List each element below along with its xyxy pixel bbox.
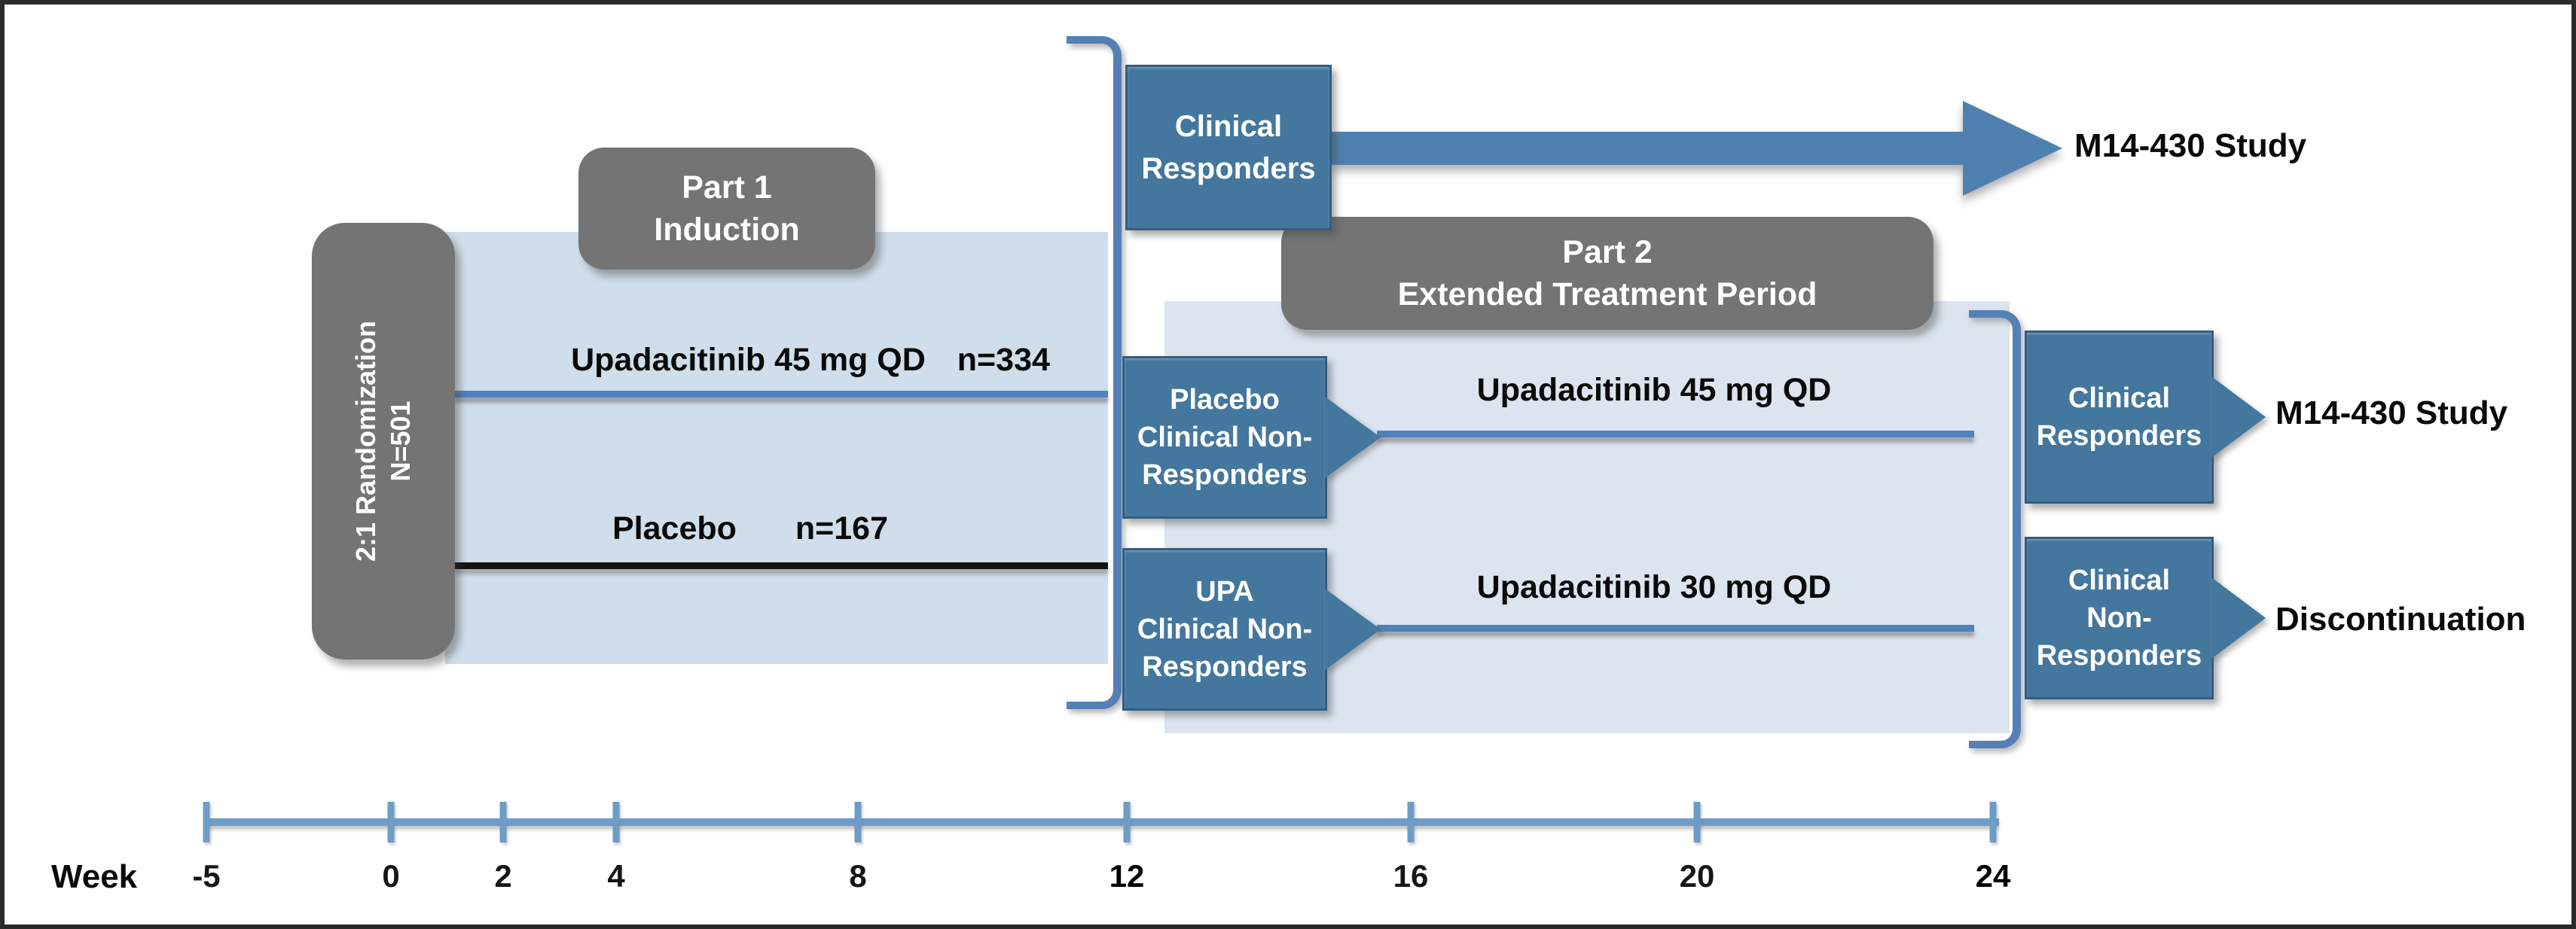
tick-week--5	[203, 802, 210, 842]
part2-title: Part 2	[1562, 234, 1653, 270]
tick-week-24	[1989, 802, 1997, 842]
week12-bracket	[1067, 36, 1122, 709]
tick-week-8	[854, 802, 862, 842]
part2-upadacitinib30-label: Upadacitinib 30 mg QD	[1476, 569, 1832, 605]
arm-placebo-name: Placebo	[612, 510, 737, 547]
upa-nr-line3: Responders	[1142, 651, 1308, 683]
tick-label-week-20: 20	[1679, 858, 1715, 894]
part1-induction-region	[445, 232, 1108, 664]
week24-nonresponders-arrowhead	[2211, 577, 2266, 659]
placebo-nr-arrowhead	[1325, 397, 1381, 478]
tick-label-week-4: 4	[607, 858, 625, 894]
upa-nonresponders-box: UPA Clinical Non- Responders	[1122, 548, 1327, 711]
week24-bracket	[1969, 310, 2021, 748]
arm-placebo-line	[455, 562, 1108, 569]
tick-week-0	[387, 802, 395, 842]
part2-upadacitinib45-label: Upadacitinib 45 mg QD	[1476, 372, 1832, 408]
tick-label-week--5: -5	[192, 858, 221, 894]
upa-nr-line2: Clinical Non-	[1137, 614, 1313, 645]
week12-responders-line1: Clinical	[1174, 110, 1283, 143]
week24-nr-line2: Non-	[2086, 602, 2152, 634]
tick-label-week-24: 24	[1975, 858, 2011, 894]
week24-responders-box: Clinical Responders	[2025, 330, 2214, 504]
upa-nr-arrowhead	[1325, 589, 1381, 670]
upa-nr-line1: UPA	[1195, 576, 1254, 608]
tick-week-16	[1407, 802, 1415, 842]
placebo-nr-line3: Responders	[1142, 459, 1308, 491]
week24-nonresponders-outcome: Discontinuation	[2275, 601, 2526, 638]
part2-upadacitinib30-line	[1377, 625, 1974, 632]
arm-upadacitinib45-n: n=334	[957, 342, 1050, 378]
week12-responders-line2: Responders	[1141, 152, 1316, 185]
week24-nr-line1: Clinical	[2068, 565, 2171, 596]
week24-nonresponders-box: Clinical Non- Responders	[2025, 537, 2214, 699]
part2-upadacitinib45-line	[1377, 431, 1974, 437]
randomization-box: 2:1 Randomization N=501	[312, 223, 455, 659]
placebo-nr-line2: Clinical Non-	[1137, 422, 1313, 453]
randomization-n: N=501	[385, 401, 416, 482]
randomization-ratio: 2:1 Randomization	[350, 320, 381, 562]
week12-responders-box: Clinical Responders	[1125, 65, 1332, 230]
tick-label-week-16: 16	[1393, 858, 1429, 894]
m14-430-arrow-body	[1332, 132, 1966, 165]
tick-label-week-8: 8	[849, 858, 867, 894]
week-axis	[206, 818, 1999, 826]
arm-upadacitinib45-label: Upadacitinib 45 mg QD n=334	[532, 342, 1089, 379]
part2-label-box: Part 2 Extended Treatment Period	[1281, 217, 1934, 330]
randomization-label: 2:1 Randomization N=501	[312, 223, 455, 659]
arm-placebo-label: Placebo n=167	[472, 510, 1029, 547]
week24-responders-line2: Responders	[2036, 420, 2202, 452]
part1-title: Part 1	[682, 169, 772, 206]
week24-nr-line3: Responders	[2036, 640, 2202, 672]
arm-upadacitinib45-line	[455, 391, 1108, 397]
part1-label-box: Part 1 Induction	[578, 148, 875, 270]
tick-label-week-12: 12	[1109, 858, 1145, 894]
arm-upadacitinib45-name: Upadacitinib 45 mg QD	[571, 342, 926, 378]
week24-responders-line1: Clinical	[2068, 382, 2171, 414]
tick-label-week-0: 0	[382, 858, 400, 894]
week24-responders-outcome: M14-430 Study	[2275, 394, 2508, 431]
m14-430-arrowhead	[1963, 101, 2062, 196]
tick-label-week-2: 2	[494, 858, 512, 894]
placebo-nr-line1: Placebo	[1170, 384, 1280, 416]
week24-responders-arrowhead	[2211, 376, 2266, 458]
part2-subtitle: Extended Treatment Period	[1397, 276, 1818, 312]
arm-placebo-n: n=167	[795, 510, 889, 547]
week12-responders-outcome: M14-430 Study	[2074, 127, 2307, 164]
tick-week-12	[1123, 802, 1131, 842]
week-axis-label: Week	[51, 858, 138, 895]
part1-subtitle: Induction	[654, 212, 800, 248]
tick-week-2	[499, 802, 507, 842]
placebo-nonresponders-box: Placebo Clinical Non- Responders	[1122, 356, 1327, 519]
tick-week-20	[1693, 802, 1701, 842]
tick-week-4	[612, 802, 620, 842]
